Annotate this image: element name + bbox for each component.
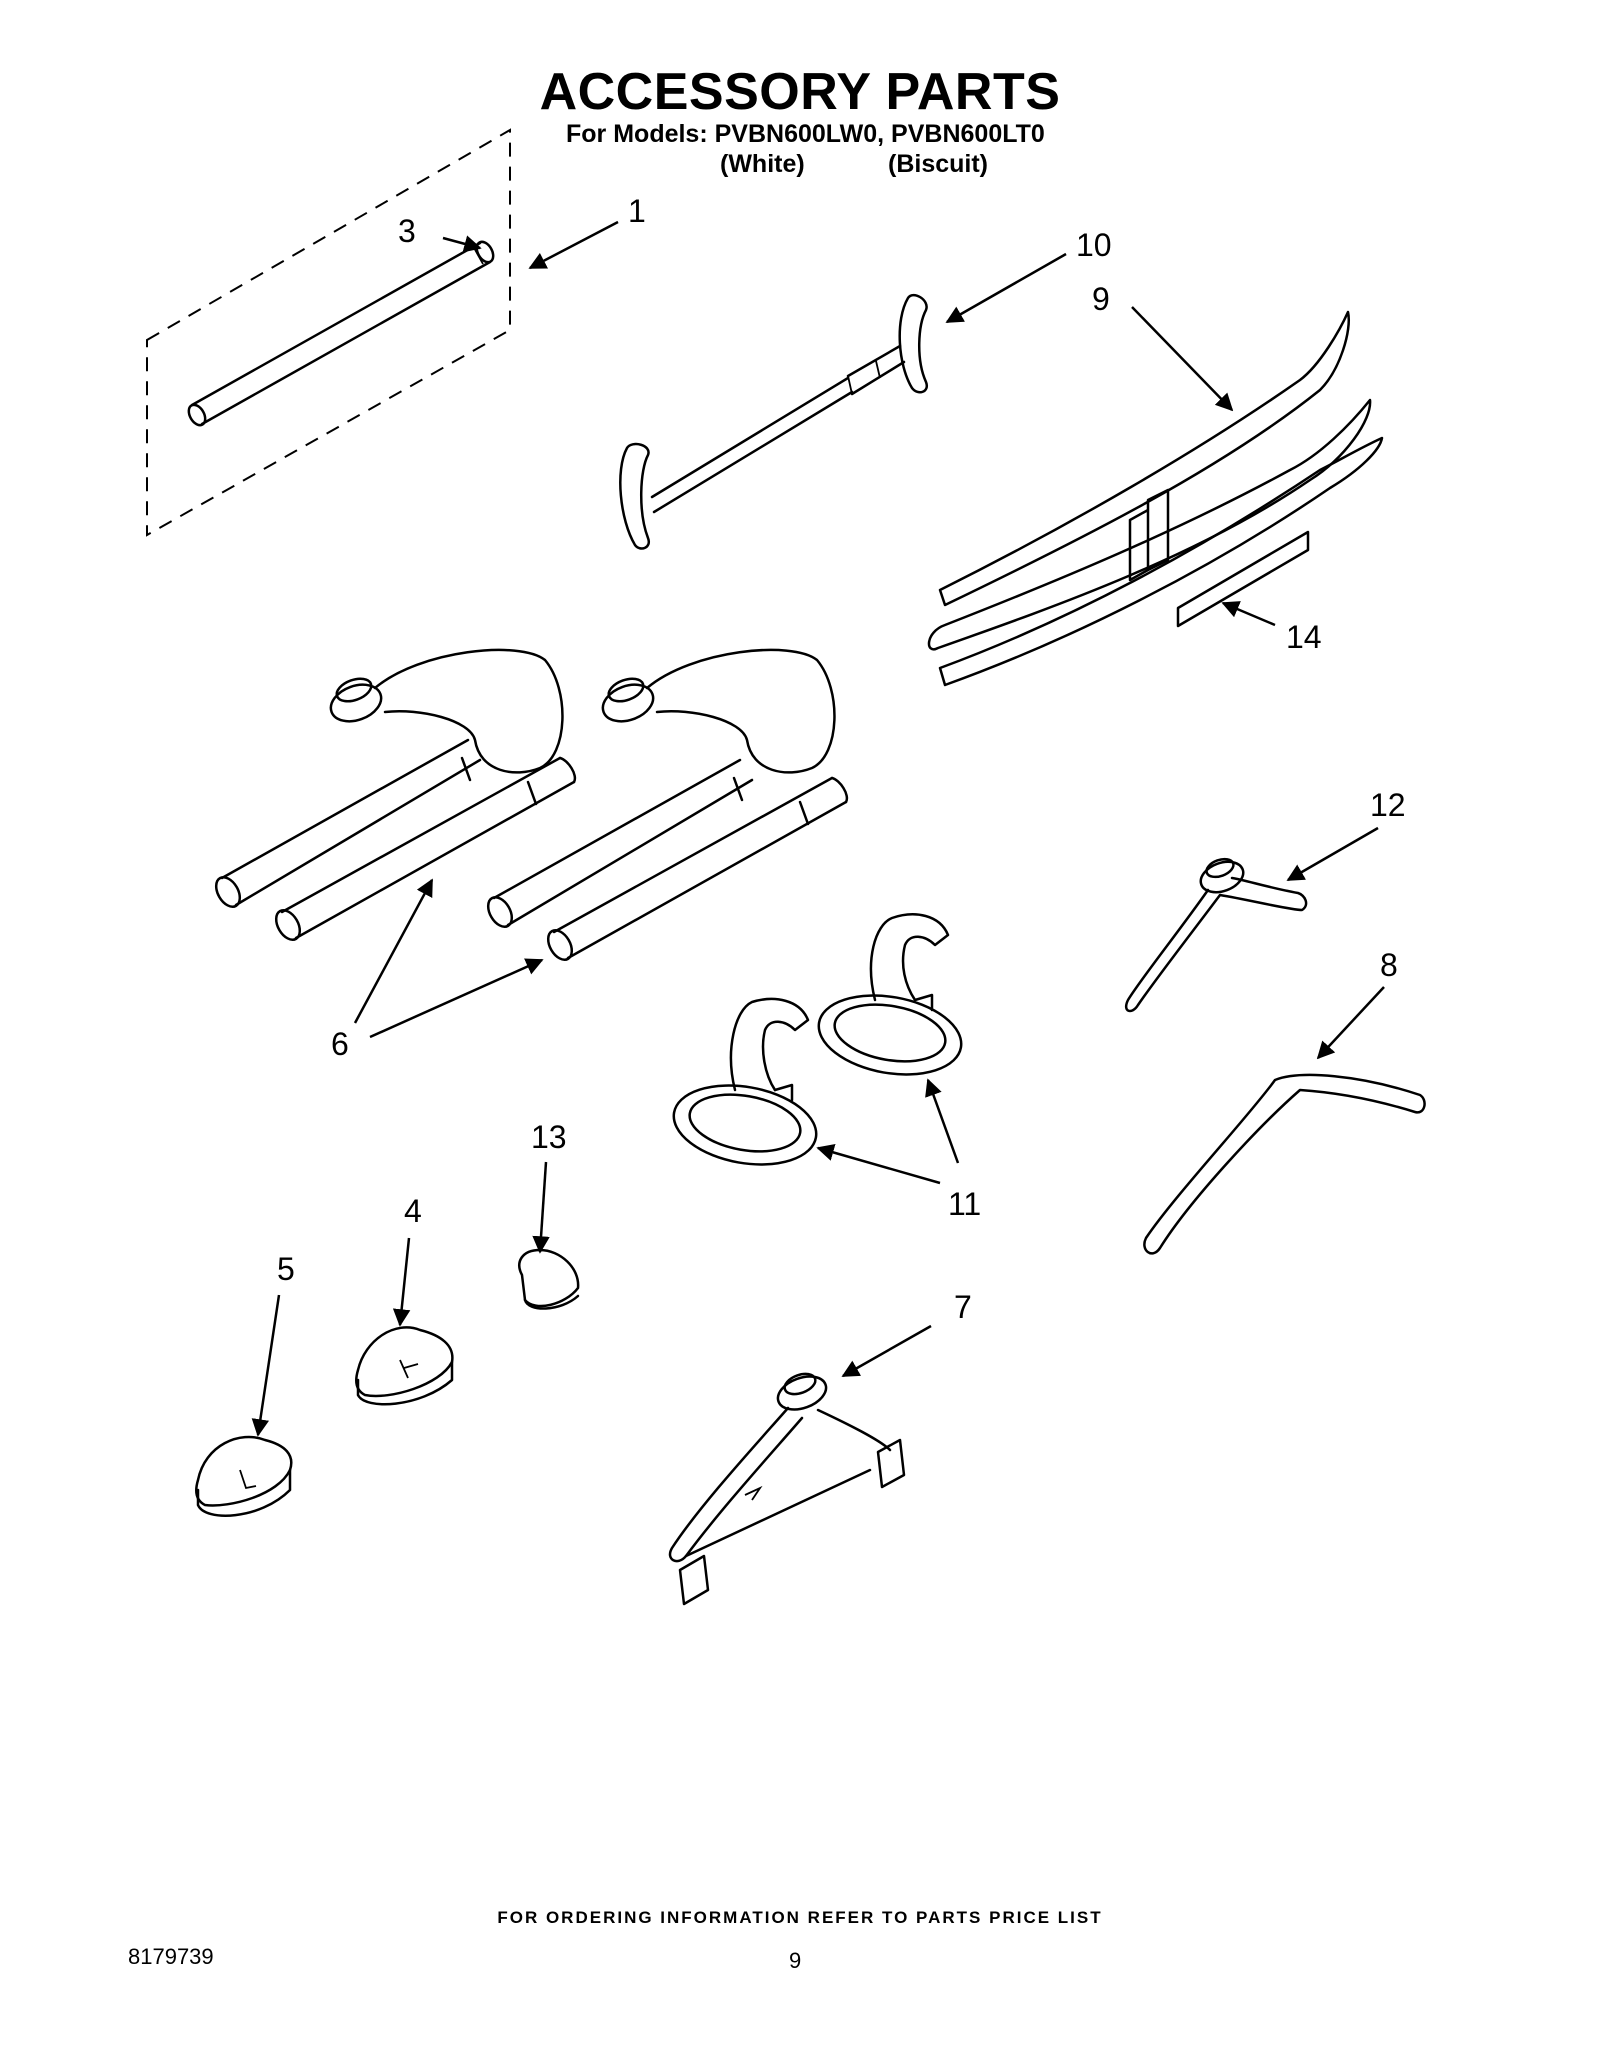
cap-part-4 [355, 1326, 454, 1406]
clip-ring-part-11-right [817, 913, 963, 1076]
leader-lines [251, 220, 1385, 1437]
callout-7: 7 [954, 1289, 972, 1325]
callout-14: 14 [1286, 619, 1322, 655]
strip-part-14 [1176, 530, 1310, 628]
callout-11: 11 [948, 1186, 981, 1222]
variant-biscuit: (Biscuit) [888, 150, 988, 178]
rod-part-3 [187, 240, 495, 427]
callout-6: 6 [331, 1026, 349, 1062]
clip-hanger-part-7 [668, 1372, 906, 1606]
ordering-note: FOR ORDERING INFORMATION REFER TO PARTS … [497, 1908, 1103, 1927]
telescoping-rod-part-10 [619, 293, 929, 550]
clip-ring-part-11-left [672, 997, 818, 1166]
callout-3: 3 [398, 213, 416, 249]
callout-1: 1 [628, 193, 646, 229]
cap-part-13 [518, 1248, 580, 1310]
document-number: 8179739 [128, 1944, 214, 1969]
hanger-bar-part-8 [1143, 1073, 1426, 1255]
tube-rack-part-6-left [214, 648, 577, 941]
callout-9: 9 [1092, 281, 1110, 317]
models-line: For Models: PVBN600LW0, PVBN600LT0 [566, 120, 1045, 148]
callout-5: 5 [277, 1251, 295, 1287]
callout-8: 8 [1380, 947, 1398, 983]
callout-13: 13 [531, 1119, 567, 1155]
small-hanger-part-12 [1124, 857, 1308, 1013]
clip-rails-part-9 [927, 310, 1384, 687]
page-number: 9 [789, 1948, 802, 1973]
kit-box-part-1 [146, 128, 511, 537]
variant-white: (White) [720, 150, 805, 178]
tube-rack-part-6-right [486, 648, 849, 961]
callout-12: 12 [1370, 787, 1406, 823]
cap-part-5 [195, 1435, 293, 1517]
callout-4: 4 [404, 1193, 422, 1229]
callout-10: 10 [1076, 227, 1112, 263]
page-title: ACCESSORY PARTS [539, 63, 1061, 121]
